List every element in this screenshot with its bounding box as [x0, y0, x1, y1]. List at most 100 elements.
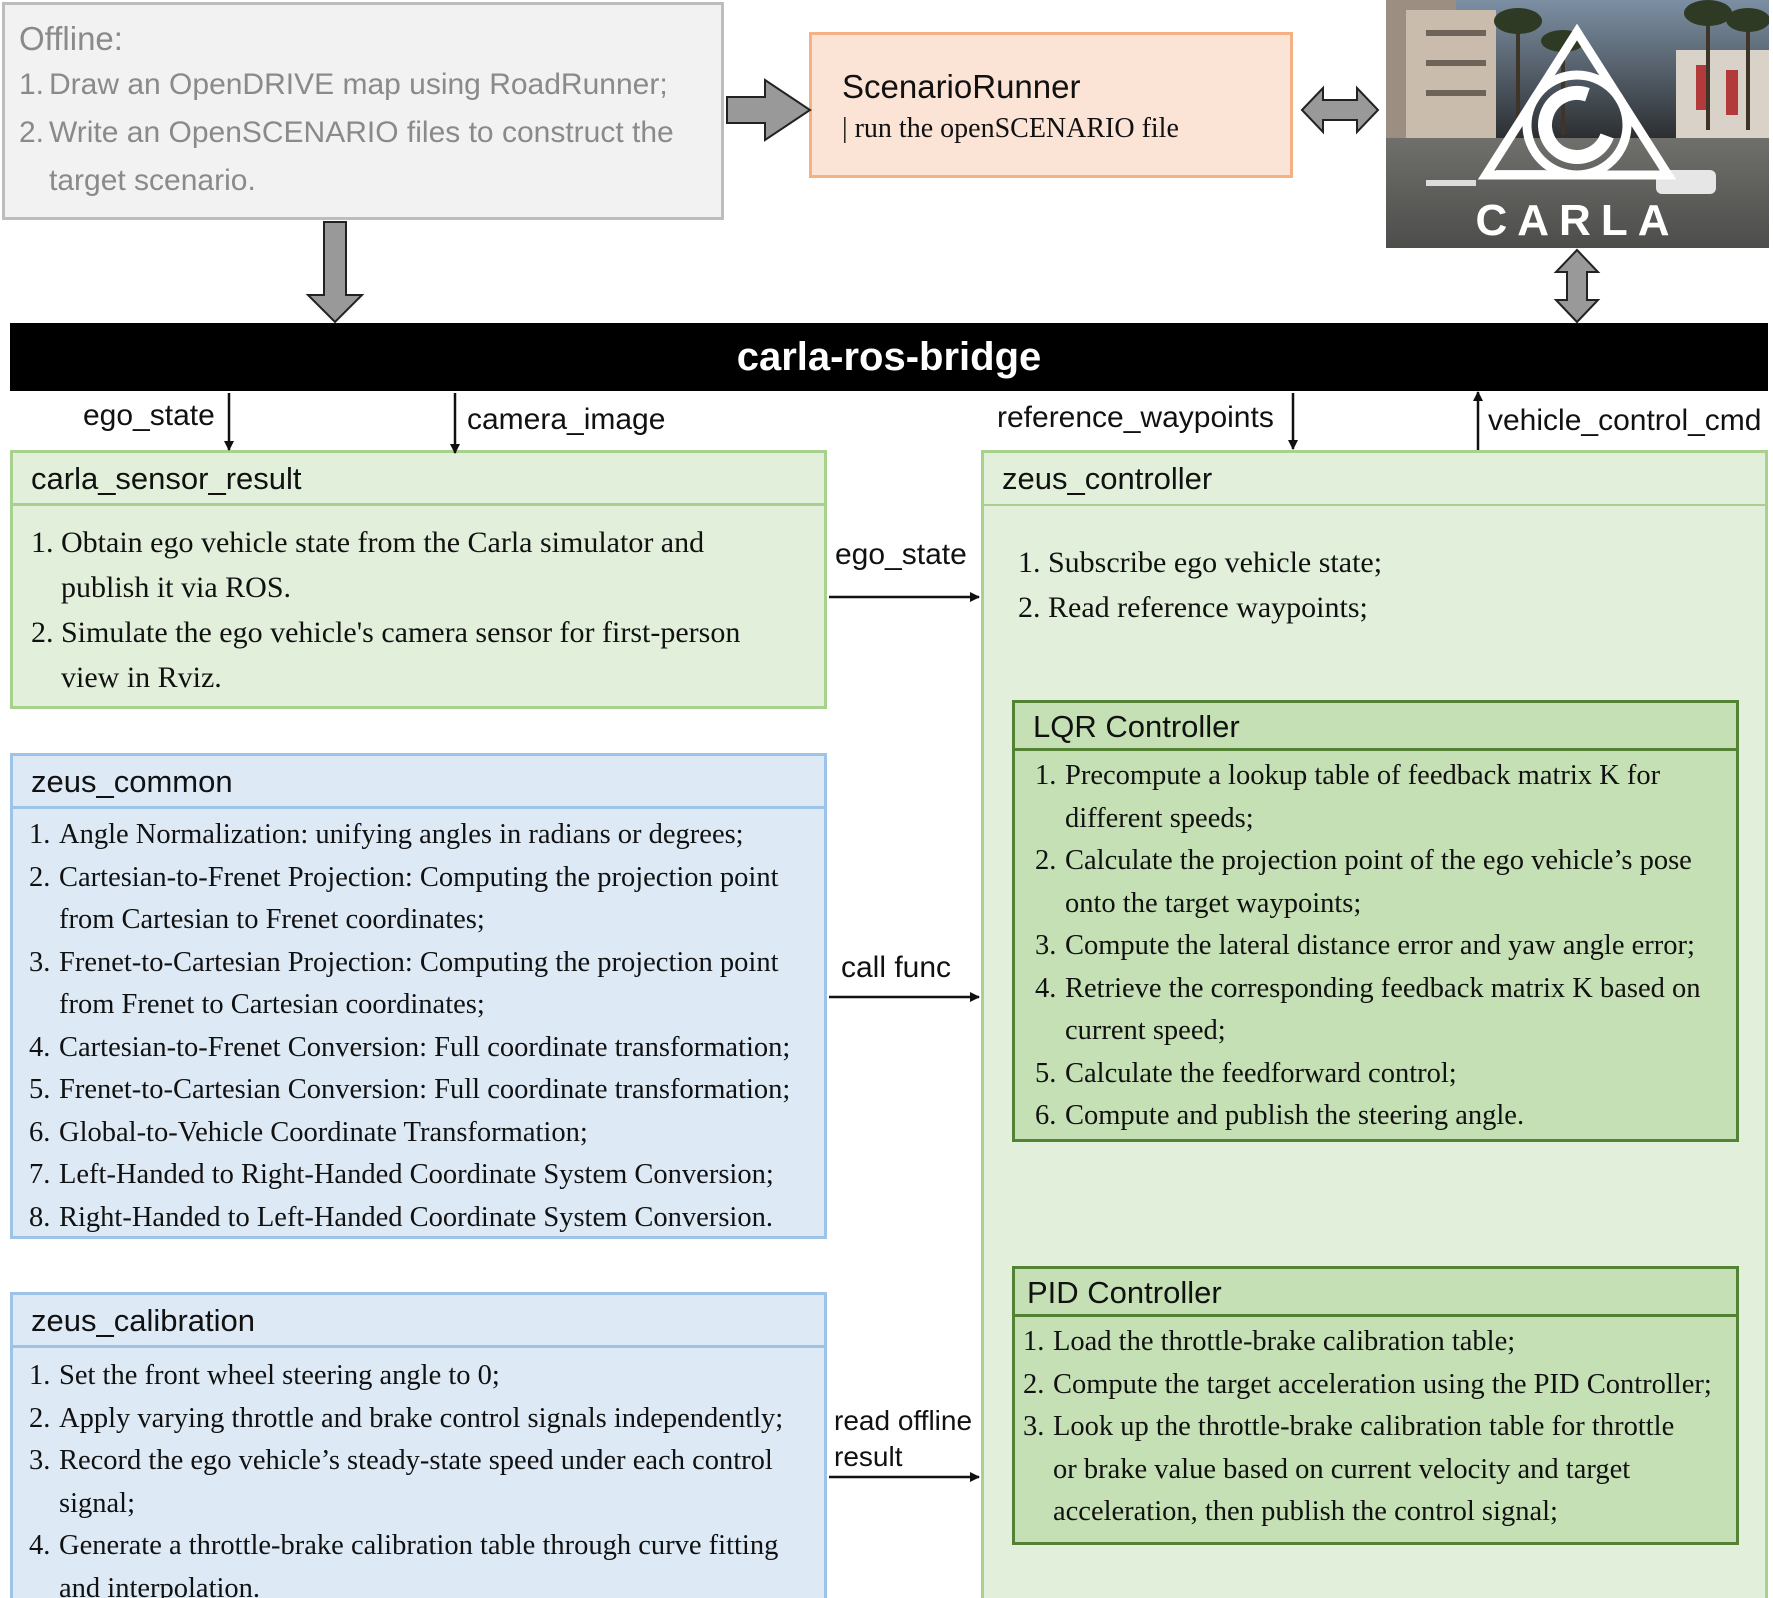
- list-item-text: Load the throttle-brake calibration tabl…: [1053, 1326, 1516, 1357]
- list-item: 4.Retrieve the corresponding feedback ma…: [1035, 968, 1736, 1011]
- list-item-number: 1.: [19, 68, 45, 101]
- list-item-text: target scenario.: [49, 164, 256, 197]
- list-item: target scenario.: [19, 157, 707, 205]
- list-item-text: or brake value based on current velocity…: [1053, 1453, 1631, 1485]
- list-item: signal;: [29, 1483, 824, 1526]
- list-item: 1.Precompute a lookup table of feedback …: [1035, 755, 1736, 798]
- list-item: 4.Generate a throttle-brake calibration …: [29, 1525, 824, 1568]
- list-item-text: Write an OpenSCENARIO files to construct…: [49, 116, 674, 149]
- list-item: 1. Set the front wheel steering angle to …: [29, 1355, 824, 1398]
- list-item: 3.Look up the throttle-brake calibration…: [1023, 1406, 1736, 1449]
- list-item-text: Draw an OpenDRIVE map using RoadRunner;: [49, 68, 668, 101]
- list-item-number: 8.: [29, 1201, 51, 1233]
- list-item: 2.Read reference waypoints;: [1018, 585, 1765, 630]
- list-item-text: from Frenet to Cartesian coordinates;: [59, 989, 485, 1020]
- list-item-number: 1.: [31, 526, 54, 559]
- carla-sensor-result-title: carla_sensor_result: [13, 453, 824, 506]
- list-item: 7.Left-Handed to Right-Handed Coordinate…: [29, 1154, 824, 1197]
- list-item-number: 5.: [1035, 1057, 1057, 1089]
- offline-box: Offline: 1.Draw an OpenDRIVE map using R…: [2, 2, 724, 220]
- list-item: 3. Compute the lateral distance error and…: [1035, 925, 1736, 968]
- list-item-text: Cartesian-to-Frenet Projection: Computin…: [59, 861, 779, 893]
- list-item: 1.Obtain ego vehicle state from the Carl…: [31, 520, 824, 565]
- list-item-number: 2.: [1035, 845, 1057, 876]
- list-item-text: Global-to-Vehicle Coordinate Transformat…: [59, 1116, 588, 1148]
- list-item: 2.Compute the target acceleration using …: [1023, 1364, 1736, 1407]
- list-item: 3.Frenet-to-Cartesian Projection: Comput…: [29, 942, 824, 985]
- list-item-number: 1.: [29, 1360, 51, 1391]
- offline-title: Offline:: [19, 20, 123, 57]
- zeus-controller-title: zeus_controller: [984, 453, 1765, 506]
- list-item-text: acceleration, then publish the control s…: [1053, 1496, 1558, 1527]
- pid-controller-list: 1. Load the throttle-brake calibration ta…: [1015, 1317, 1736, 1534]
- edge-label-ego-state: ego_state: [835, 538, 967, 571]
- edge-label-call-func: call func: [841, 951, 952, 984]
- list-item-text: Calculate the projection point of the eg…: [1065, 845, 1692, 876]
- list-item-text: Compute the target acceleration using th…: [1053, 1368, 1712, 1400]
- zeus-common-box: zeus_common 1.Angle Normalization: unify…: [10, 753, 827, 1239]
- carla-logo-icon: [1477, 23, 1677, 180]
- list-item: 1. Load the throttle-brake calibration ta…: [1023, 1321, 1736, 1364]
- list-item-number: 1.: [1018, 546, 1041, 579]
- list-item-text: Obtain ego vehicle state from the Carla …: [61, 526, 705, 559]
- list-item: and interpolation.: [29, 1568, 824, 1598]
- list-item-number: 1.: [1035, 760, 1057, 791]
- list-item-number: 1.: [1023, 1326, 1045, 1357]
- list-item-text: Cartesian-to-Frenet Conversion: Full coo…: [59, 1031, 791, 1063]
- block-arrow-offline-to-scenario-runner: [726, 78, 812, 142]
- edge-label-result: result: [834, 1441, 903, 1472]
- list-item-number: 5.: [29, 1074, 51, 1105]
- list-item-text: from Cartesian to Frenet coordinates;: [59, 904, 485, 935]
- list-item: different speeds;: [1035, 798, 1736, 841]
- topic-label-reference-waypoints: reference_waypoints: [997, 401, 1274, 434]
- list-item-number: 2.: [1023, 1368, 1045, 1400]
- lqr-controller-title: LQR Controller: [1015, 703, 1736, 751]
- topic-label-ego-state-top: ego_state: [83, 399, 215, 432]
- list-item-number: 3.: [1035, 930, 1057, 961]
- list-item-text: Compute the lateral distance error and y…: [1065, 930, 1695, 961]
- list-item: 6.Global-to-Vehicle Coordinate Transform…: [29, 1112, 824, 1155]
- edge-label-read-offline: read offline: [834, 1405, 973, 1436]
- list-item: 1.Subscribe ego vehicle state;: [1018, 540, 1765, 585]
- list-item-number: 1.: [29, 819, 51, 850]
- list-item-number: 2.: [31, 616, 54, 649]
- carla-logo-text: CARLA: [1475, 196, 1680, 245]
- list-item: from Cartesian to Frenet coordinates;: [29, 899, 824, 942]
- list-item-text: Read reference waypoints;: [1048, 591, 1368, 624]
- lqr-controller-list: 1.Precompute a lookup table of feedback …: [1015, 751, 1736, 1138]
- list-item-text: Compute and publish the steering angle.: [1065, 1100, 1525, 1131]
- list-item-text: Angle Normalization: unifying angles in …: [59, 819, 744, 850]
- list-item: 4.Cartesian-to-Frenet Conversion: Full c…: [29, 1027, 824, 1070]
- carla-sensor-result-box: carla_sensor_result 1.Obtain ego vehicle…: [10, 450, 827, 709]
- list-item: 5.Calculate the feedforward control;: [1035, 1053, 1736, 1096]
- carla-ros-bridge-bar: carla-ros-bridge: [10, 323, 1768, 391]
- zeus-calibration-list: 1. Set the front wheel steering angle to …: [13, 1348, 824, 1598]
- zeus-controller-list: 1.Subscribe ego vehicle state;2.Read ref…: [984, 506, 1765, 630]
- pid-controller-box: PID Controller 1.Load the throttle-brake…: [1012, 1266, 1739, 1545]
- zeus-calibration-box: zeus_calibration 1.Set the front wheel s…: [10, 1292, 827, 1598]
- list-item: 2. Calculate the projection point of the …: [1035, 840, 1736, 883]
- list-item: 3. Record the ego vehicle’s steady-state …: [29, 1440, 824, 1483]
- list-item-text: signal;: [59, 1487, 135, 1519]
- list-item: onto the target waypoints;: [1035, 883, 1736, 926]
- list-item-text: different speeds;: [1065, 802, 1254, 834]
- list-item-text: Apply varying throttle and brake control…: [59, 1402, 784, 1434]
- list-item-number: 7.: [29, 1159, 51, 1190]
- topic-label-vehicle-control-cmd: vehicle_control_cmd: [1488, 404, 1762, 437]
- list-item-number: 3.: [29, 1445, 51, 1476]
- list-item-number: 4.: [29, 1031, 51, 1063]
- list-item: 2.Cartesian-to-Frenet Projection: Comput…: [29, 857, 824, 900]
- list-item-text: Retrieve the corresponding feedback matr…: [1065, 972, 1701, 1004]
- list-item-number: 4.: [1035, 972, 1057, 1004]
- topic-label-camera-image: camera_image: [467, 403, 666, 436]
- list-item-text: current speed;: [1065, 1015, 1226, 1046]
- list-item: acceleration, then publish the control s…: [1023, 1491, 1736, 1534]
- list-item-number: 2.: [1018, 591, 1041, 624]
- list-item-text: Record the ego vehicle’s steady-state sp…: [59, 1445, 773, 1476]
- list-item-text: Subscribe ego vehicle state;: [1048, 546, 1383, 579]
- list-item-text: Set the front wheel steering angle to 0;: [59, 1360, 500, 1391]
- list-item: from Frenet to Cartesian coordinates;: [29, 984, 824, 1027]
- list-item: 2.Write an OpenSCENARIO files to constru…: [19, 109, 707, 157]
- offline-list: 1.Draw an OpenDRIVE map using RoadRunner…: [19, 61, 707, 205]
- list-item-text: onto the target waypoints;: [1065, 887, 1362, 919]
